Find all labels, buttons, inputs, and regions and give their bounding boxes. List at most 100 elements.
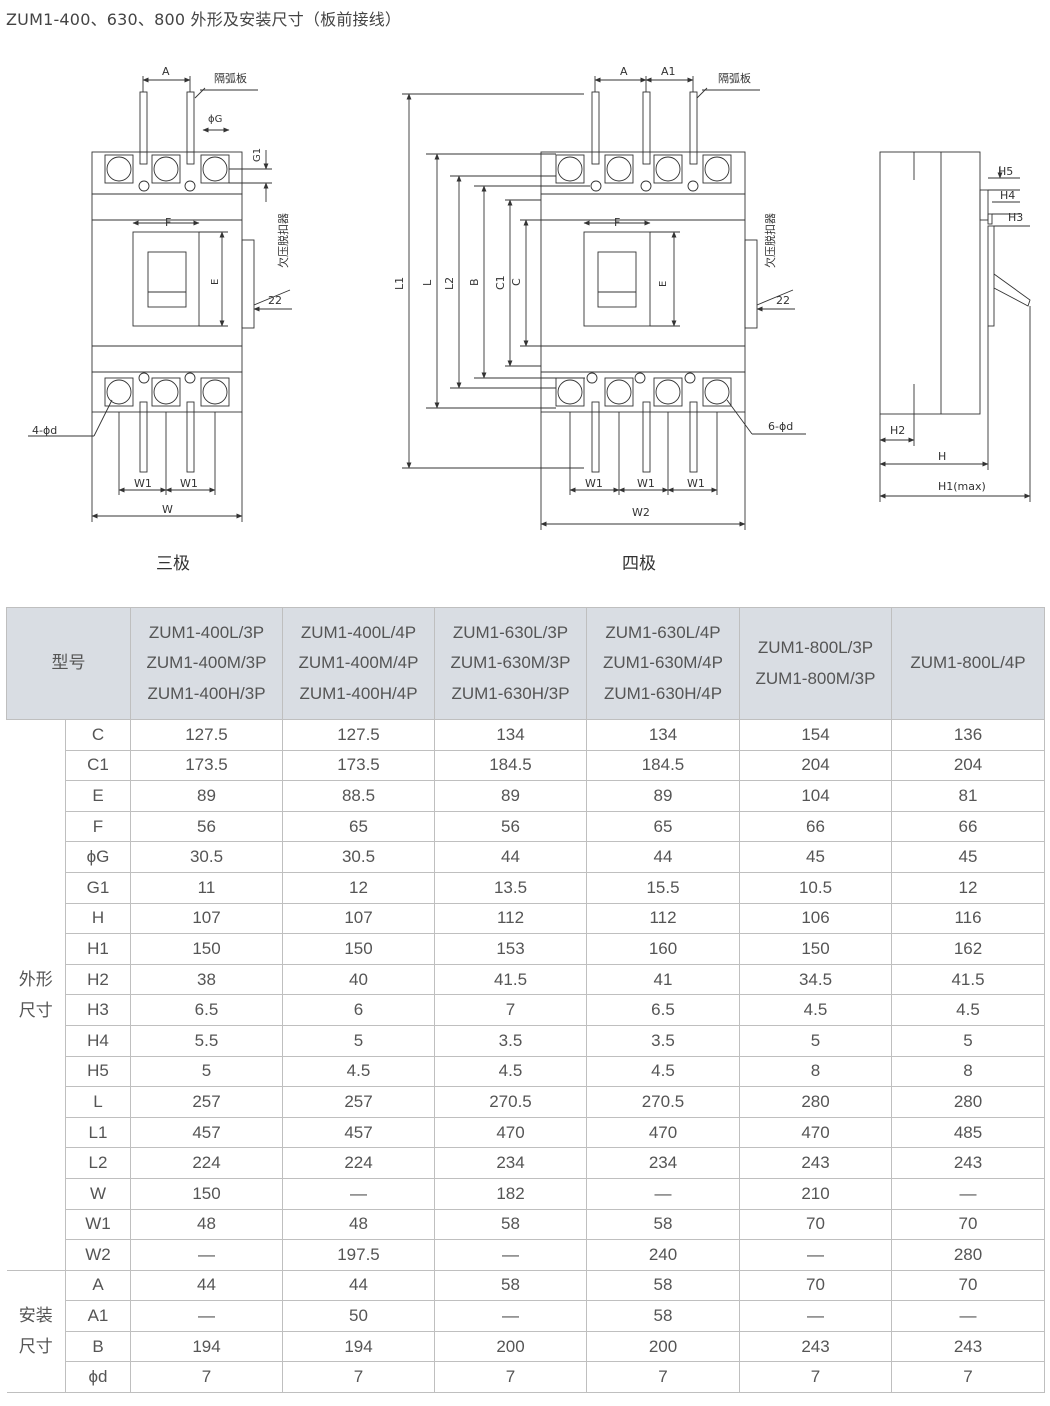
value-cell: 10.5 [739,871,892,904]
label-B: B [468,278,481,286]
model-name: ZUM1-400M/4P [298,653,419,673]
value-cell: 204 [891,749,1045,782]
value-cell: 8 [891,1055,1045,1088]
value-cell: 194 [130,1330,283,1363]
value-cell: 38 [130,963,283,996]
param-cell: F [65,810,131,843]
param-cell: W [65,1177,131,1210]
value-cell: 112 [586,902,740,935]
value-cell: 224 [130,1147,283,1179]
value-cell: 41.5 [434,963,587,996]
param-cell: H [65,902,131,935]
value-cell: 58 [586,1208,740,1241]
value-cell: 240 [586,1239,740,1271]
table-row: W2—197.5—240—280 [7,1239,1045,1271]
value-cell: 58 [586,1269,740,1302]
value-cell: 243 [891,1147,1045,1179]
value-cell: 134 [586,719,740,751]
value-cell: — [586,1177,740,1210]
label-W1-4p-a: W1 [585,477,603,490]
value-cell: 104 [739,780,892,812]
label-E-4p: E [658,281,669,287]
value-cell: 12 [891,871,1045,904]
value-cell: 4.5 [739,994,892,1026]
value-cell: 88.5 [282,780,435,812]
value-cell: 173.5 [282,749,435,782]
value-cell: 150 [739,933,892,965]
value-cell: 107 [130,902,283,935]
model-name: ZUM1-800L/3P [757,638,874,657]
value-cell: 457 [282,1116,435,1149]
label-E-3p: E [210,279,221,285]
four-pole-drawing [402,76,806,530]
param-cell: C [65,719,131,751]
label-G1: G1 [252,148,263,162]
value-cell: 70 [891,1208,1045,1241]
value-cell: 106 [739,902,892,935]
model-name: ZUM1-400H/3P [147,683,266,703]
value-cell: — [891,1300,1045,1332]
value-cell: 270.5 [586,1086,740,1118]
model-name: ZUM1-630M/4P [603,653,723,673]
value-cell: 45 [739,841,892,873]
value-cell: 65 [282,810,435,843]
dimension-drawings: A 隔弧板 ϕG G1 F E 欠压脱扣器 22 4-ϕd W1 W1 W A … [0,50,1050,590]
value-cell: 257 [282,1086,435,1118]
label-22-4p: 22 [776,294,790,307]
value-cell: 58 [586,1300,740,1332]
value-cell: 485 [891,1116,1045,1149]
value-cell: 160 [586,933,740,965]
value-cell: — [739,1300,892,1332]
label-F-3p: F [165,216,171,229]
value-cell: — [282,1177,435,1210]
value-cell: 243 [739,1147,892,1179]
value-cell: — [434,1300,587,1332]
value-cell: 12 [282,871,435,904]
value-cell: 3.5 [586,1024,740,1057]
value-cell: 200 [434,1330,587,1363]
label-H2: H2 [890,424,905,437]
model-name: ZUM1-400M/3P [146,653,267,673]
value-cell: 7 [891,1361,1045,1394]
label-W1-4p-c: W1 [687,477,705,490]
value-cell: 5.5 [130,1024,283,1057]
header-model-column: ZUM1-800L/4P [891,607,1045,720]
label-A-3p: A [162,65,170,78]
value-cell: 127.5 [282,719,435,751]
label-H1max: H1(max) [938,480,986,493]
value-cell: 162 [891,933,1045,965]
group-label: 外形尺寸 [6,719,66,1271]
value-cell: 66 [891,810,1045,843]
label-22-3p: 22 [268,294,282,307]
value-cell: 200 [586,1330,740,1363]
value-cell: 194 [282,1330,435,1363]
value-cell: 44 [130,1269,283,1302]
label-W1-3p-a: W1 [134,477,152,490]
value-cell: 6 [282,994,435,1026]
value-cell: 150 [130,933,283,965]
value-cell: 6.5 [130,994,283,1026]
value-cell: 8 [739,1055,892,1088]
value-cell: 44 [434,841,587,873]
value-cell: 34.5 [739,963,892,996]
value-cell: — [739,1239,892,1271]
value-cell: 89 [586,780,740,812]
param-cell: E [65,780,131,812]
value-cell: 7 [586,1361,740,1394]
value-cell: 4.5 [282,1055,435,1088]
value-cell: 234 [434,1147,587,1179]
value-cell: 13.5 [434,871,587,904]
param-cell: ϕd [65,1361,131,1394]
value-cell: 184.5 [586,749,740,782]
